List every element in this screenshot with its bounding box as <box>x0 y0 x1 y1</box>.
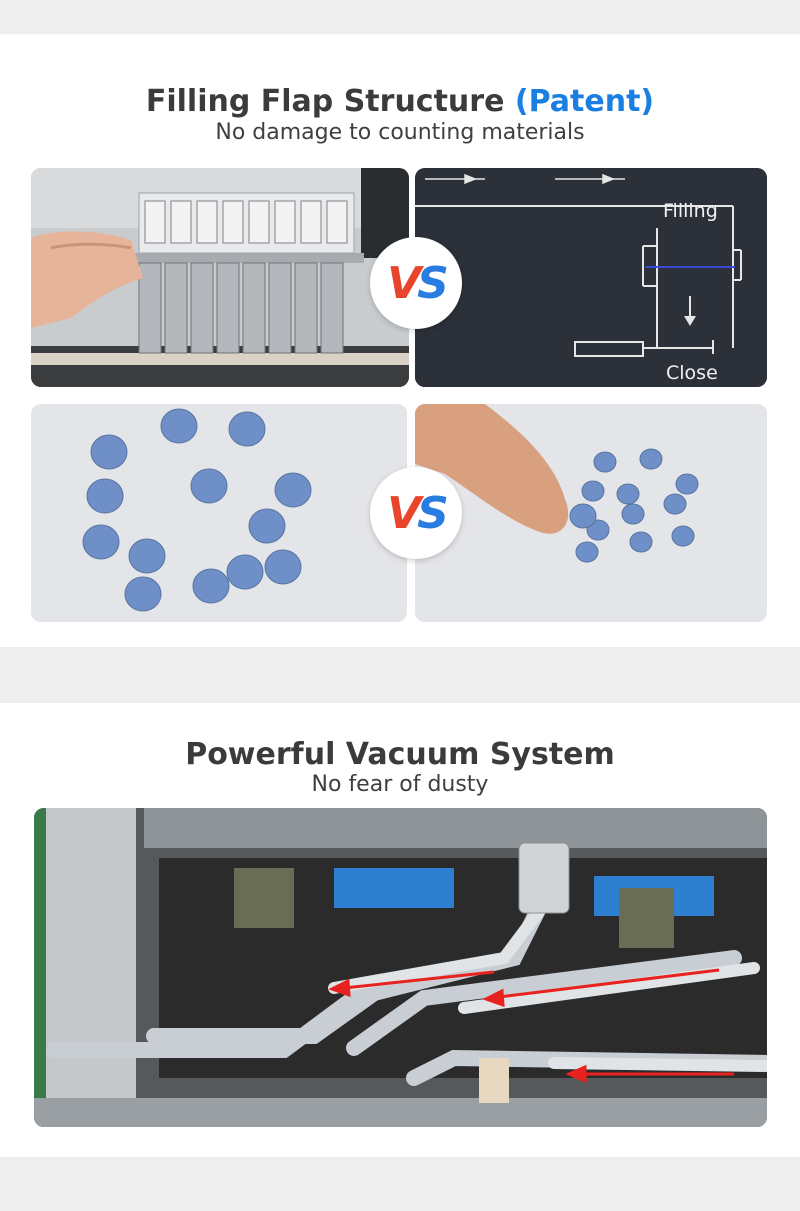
section1-title-text: Filling Flap Structure <box>145 84 505 119</box>
flap-machine-photo <box>31 168 409 387</box>
section2-subtitle: No fear of dusty <box>311 772 489 797</box>
broken-tablets-photo <box>415 404 767 622</box>
filling-cad-diagram: Filling Close <box>415 168 767 387</box>
section1-title-accent: (Patent) <box>514 84 655 119</box>
top-band <box>0 0 800 34</box>
close-label: Close <box>666 362 718 384</box>
section2-title: Powerful Vacuum System <box>185 737 615 772</box>
section1-title: Filling Flap Structure (Patent) <box>0 84 800 119</box>
intact-tablets-photo <box>31 404 407 622</box>
filling-label: Filling <box>663 200 718 222</box>
bottom-band <box>0 1157 800 1211</box>
vacuum-system-photo <box>34 808 767 1127</box>
section1-subtitle: No damage to counting materials <box>215 120 585 145</box>
middle-band <box>0 647 800 703</box>
